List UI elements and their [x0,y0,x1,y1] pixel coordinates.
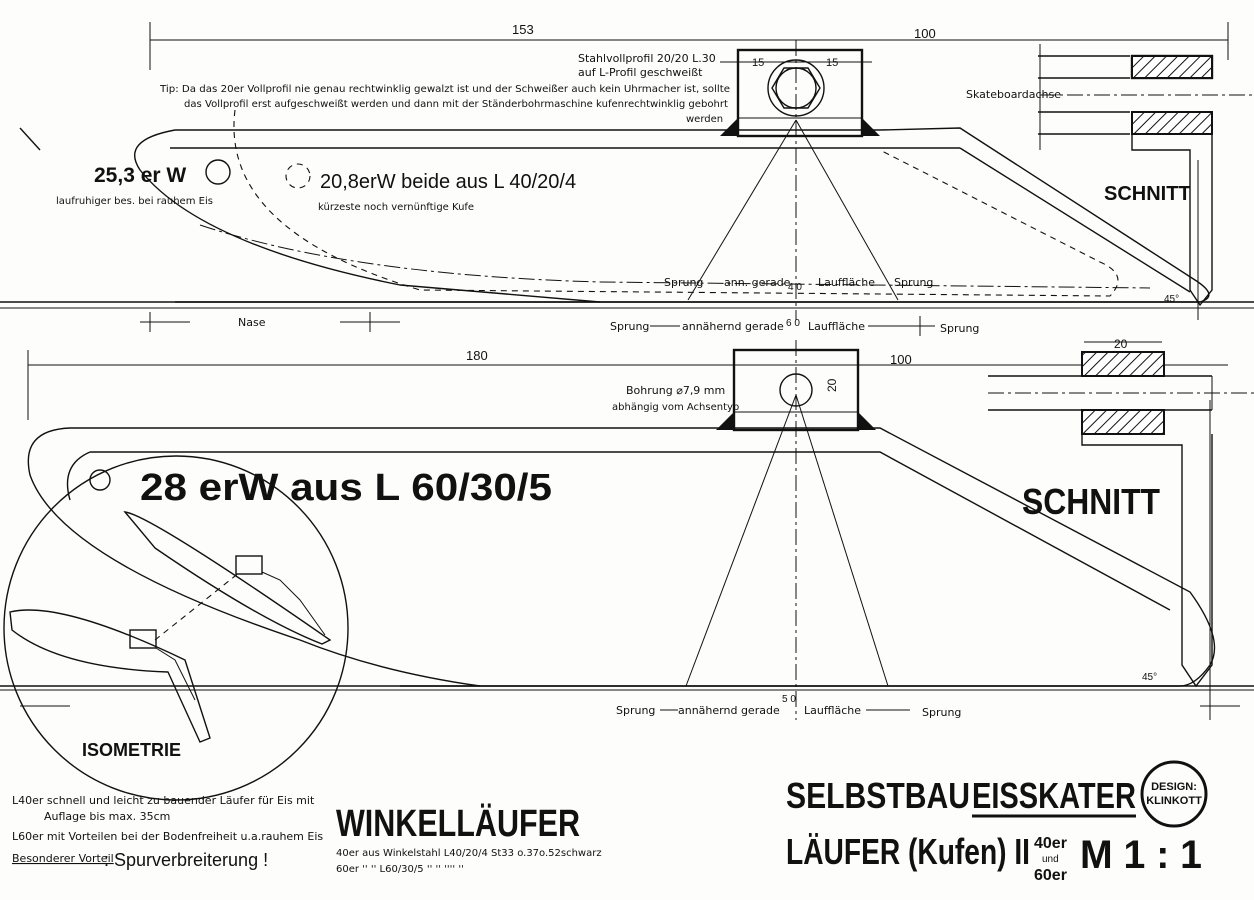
sizes-und: und [1042,854,1059,865]
note-line-3: L60er mit Vorteilen bei der Bodenfreihei… [12,830,323,843]
bottom-straight: annähernd gerade [678,704,780,717]
inner-lauf: Lauffläche [818,276,875,289]
top-section-label: SCHNITT [1104,183,1191,205]
inner-straight: ann. gerade [724,276,791,289]
label-20-8-note: kürzeste noch vernünftige Kufe [318,202,474,213]
bottom-dim-20-top: 20 [1114,337,1128,351]
outer-sprung-right: Sprung [940,322,979,335]
outer-lauf: Lauffläche [808,320,865,333]
top-dim-left: 153 [512,22,534,37]
runner-sub-2: 60er '' '' L60/30/5 '' '' '''' '' [336,864,464,875]
top-dim-right: 100 [914,26,936,41]
label-25-3: 25,3 er W [94,164,186,187]
design-name: KLINKOTT [1146,795,1202,807]
isometry-circle [3,455,349,801]
top-runner-view [0,22,1254,320]
bottom-angle: 45° [1142,672,1157,683]
runner-sub-1: 40er aus Winkelstahl L40/20/4 St33 o.37o… [336,848,602,859]
steel-note-2: auf L-Profil geschweißt [578,66,703,79]
bottom-section-label: SCHNITT [1022,481,1160,522]
bottom-runner-view [0,340,1254,801]
advantage-value: : Spurverbreiterung ! [104,850,268,870]
inner-40: 4 0 [788,282,802,293]
label-20-8: 20,8erW beide aus L 40/20/4 [320,171,576,193]
bottom-main-label: 28 erW aus L 60/30/5 [140,467,552,509]
scale-label: M 1 : 1 [1080,833,1202,877]
steel-note-1: Stahlvollprofil 20/20 L.30 [578,52,716,65]
label-25-3-note: laufruhiger bes. bei rauhem Eis [56,196,213,207]
bottom-dim-20-side: 20 [825,378,839,392]
bore-note-1: Bohrung ⌀7,9 mm [626,384,725,397]
sizes-60: 60er [1034,867,1067,884]
bottom-dim-50: 5 0 [782,694,796,705]
bottom-dim-left: 180 [466,348,488,363]
main-title-1a: SELBSTBAU [786,775,970,816]
main-title-1b: EISSKATER [972,775,1136,816]
design-label: DESIGN: [1151,781,1197,793]
outer-sprung-left: Sprung [610,320,649,333]
bore-note-2: abhängig vom Achsentyp [612,402,739,413]
inner-sprung-left: Sprung [664,276,703,289]
isometry-label: ISOMETRIE [82,740,181,760]
top-angle: 45° [1164,294,1179,305]
sizes-40: 40er [1034,835,1067,852]
bottom-lauf: Lauffläche [804,704,861,717]
dim-15-left: 15 [752,57,764,69]
design-stamp [1140,760,1208,828]
tip-line-3: werden [686,114,723,125]
tip-line-1: Tip: Da das 20er Vollprofil nie genau re… [159,84,730,95]
bottom-dim-right: 100 [890,352,912,367]
inner-sprung-right: Sprung [894,276,933,289]
dim-15-right: 15 [826,57,838,69]
bottom-sprung-right: Sprung [922,706,961,719]
outer-60: 6 0 [786,318,800,329]
note-line-1: L40er schnell und leicht zu bauender Läu… [12,794,315,807]
runner-title: WINKELLÄUFER [336,802,580,845]
skateboard-axle-label: Skateboardachse [966,88,1061,101]
nose-label: Nase [238,316,266,329]
advantage-label: Besonderer Vorteil [12,852,114,865]
outer-straight: annähernd gerade [682,320,784,333]
bottom-sprung-left: Sprung [616,704,655,717]
tip-line-2: das Vollprofil erst aufgeschweißt werden… [184,99,728,110]
note-line-2: Auflage bis max. 35cm [44,810,170,823]
main-title-2: LÄUFER (Kufen) II [786,831,1030,872]
